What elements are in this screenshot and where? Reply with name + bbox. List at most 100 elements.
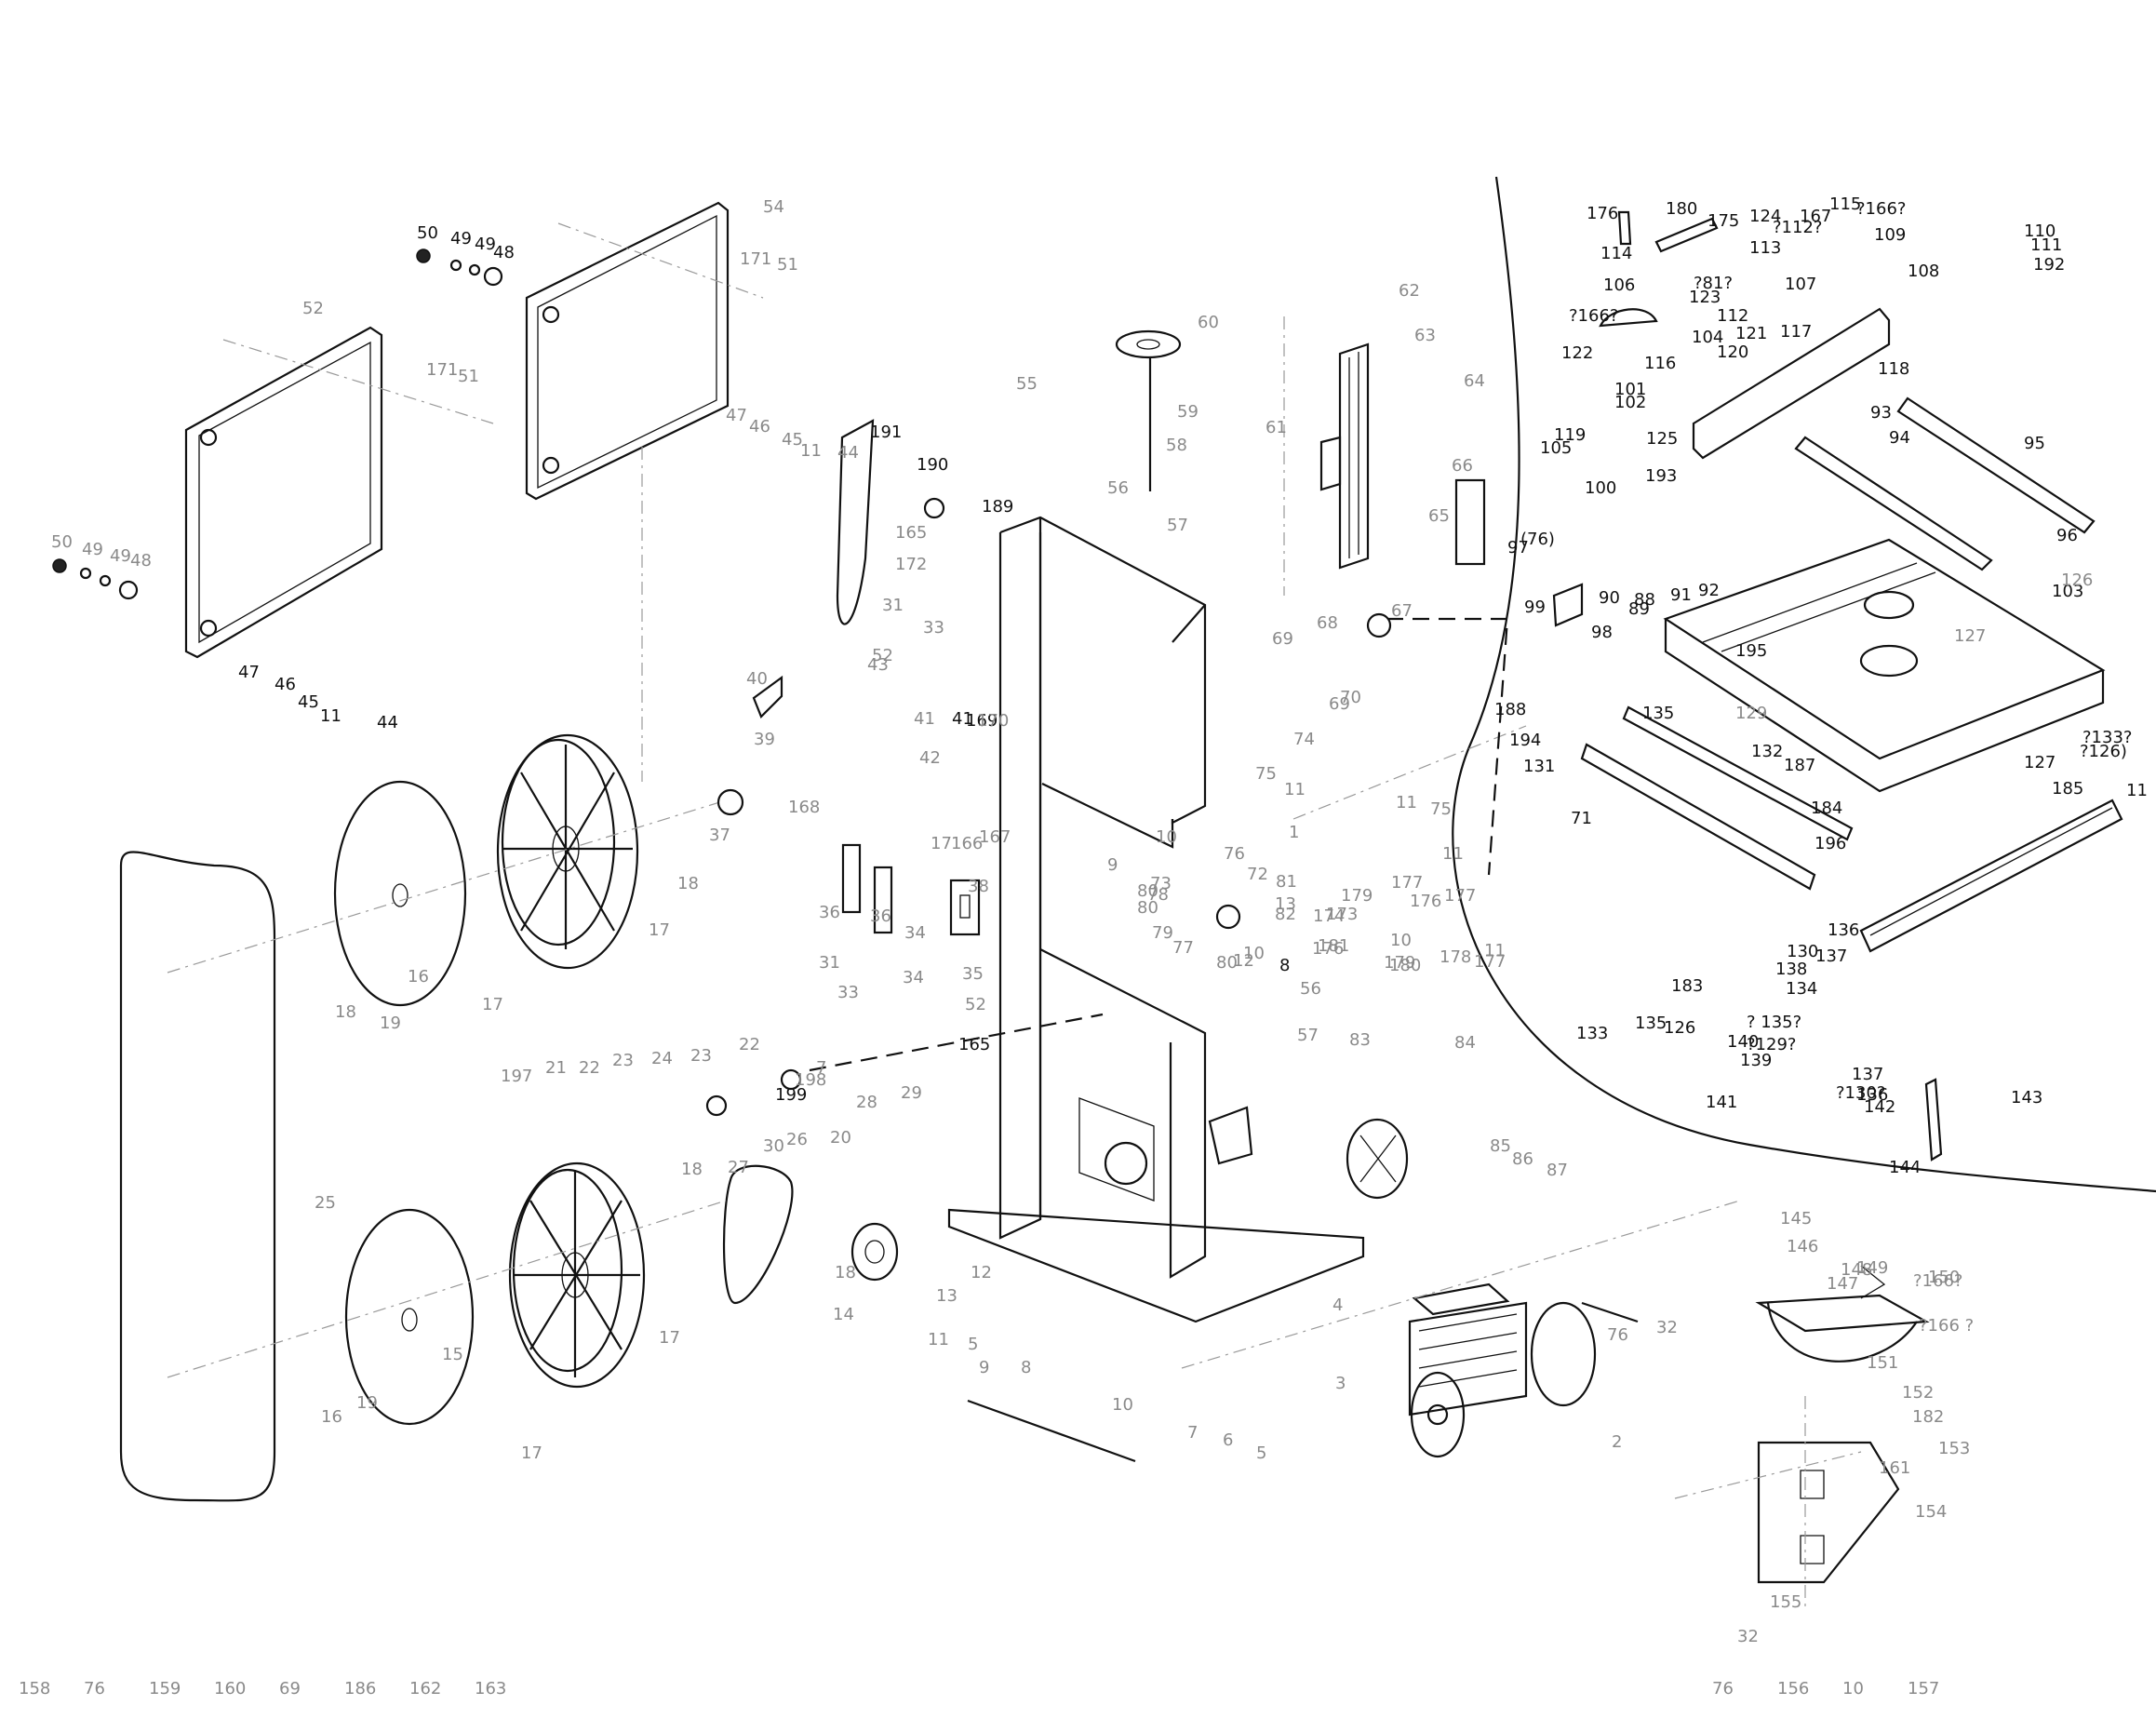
- callout-label: 49: [475, 235, 496, 254]
- callout-label: 172: [895, 555, 927, 574]
- callout-label: 79: [1152, 923, 1173, 943]
- callout-label: 50: [417, 223, 438, 243]
- callout-label: 162: [409, 1679, 441, 1698]
- callout-label: 19: [356, 1393, 378, 1413]
- callout-label: 1: [1289, 823, 1299, 842]
- table-extension: [1859, 799, 2123, 953]
- callout-label: 43: [867, 655, 889, 675]
- callout-label: 18: [335, 1002, 356, 1022]
- callout-label: 55: [1016, 374, 1038, 394]
- callout-label: 113: [1749, 238, 1781, 258]
- callout-label: 49: [450, 229, 472, 248]
- callout-label: 87: [1547, 1161, 1568, 1180]
- callout-label: ?130?: [1836, 1083, 1885, 1103]
- callout-label: 32: [1656, 1318, 1678, 1337]
- callout-label: 154: [1915, 1502, 1947, 1522]
- callout-label: 100: [1585, 478, 1616, 498]
- callout-label: 13: [936, 1286, 957, 1306]
- assembly-axes: [167, 222, 1862, 1610]
- callout-label: 23: [690, 1046, 712, 1066]
- callout-label: 37: [709, 826, 730, 845]
- callout-label: 18: [835, 1263, 856, 1282]
- callout-label: 97: [1507, 538, 1529, 557]
- callout-label: 34: [904, 923, 926, 943]
- callout-label: 18: [681, 1160, 703, 1179]
- callout-label: 188: [1494, 700, 1526, 719]
- callout-label: 5: [1256, 1443, 1266, 1463]
- callout-label: 51: [777, 255, 798, 275]
- callout-label: 173: [1326, 905, 1358, 924]
- callout-label: 190: [917, 455, 948, 475]
- callout-label: 131: [1523, 757, 1555, 776]
- callout-label: 112: [1717, 306, 1748, 326]
- callout-label: 180: [1666, 199, 1697, 219]
- callout-label: 179: [1384, 953, 1415, 973]
- trunnion-assembly: [1755, 1294, 1930, 1584]
- work-table: [1663, 538, 2106, 793]
- callout-label: 137: [1815, 947, 1847, 966]
- callout-label: 7: [1187, 1423, 1198, 1443]
- callout-label: 189: [982, 497, 1013, 517]
- rear-rail: [1794, 396, 2096, 571]
- callout-label: 138: [1775, 960, 1807, 979]
- callout-label: 48: [130, 551, 152, 571]
- callout-label: 152: [1902, 1383, 1934, 1403]
- callout-label: 115: [1829, 195, 1861, 214]
- callout-label: 66: [1452, 456, 1473, 476]
- callout-label: 67: [1391, 601, 1413, 621]
- callout-label: 2: [1612, 1432, 1622, 1452]
- callout-label: 17: [649, 920, 670, 940]
- callout-label: 74: [1293, 730, 1315, 749]
- callout-label: 9: [1107, 855, 1118, 875]
- callout-label: 180: [1389, 956, 1421, 975]
- callout-label: 11: [1396, 793, 1417, 812]
- callout-label: 60: [1198, 313, 1219, 332]
- callout-label: 44: [837, 443, 859, 463]
- callout-label: 149: [1856, 1258, 1888, 1278]
- group-divider-curve: [1452, 176, 2156, 1193]
- callout-label: 25: [315, 1193, 336, 1213]
- callout-label: 47: [238, 663, 260, 682]
- callout-label: 76: [1712, 1679, 1734, 1698]
- callout-label: 10: [1243, 944, 1265, 963]
- callout-label: 73: [1150, 874, 1172, 893]
- callout-label: 45: [298, 692, 319, 712]
- callout-label: 75: [1255, 764, 1277, 784]
- callout-label: 170: [977, 711, 1009, 731]
- callout-label: 10: [1390, 931, 1412, 950]
- callout-label: 155: [1770, 1592, 1801, 1612]
- callout-label: 106: [1603, 275, 1635, 295]
- callout-label: 32: [1737, 1627, 1759, 1646]
- callout-label: 126: [1664, 1018, 1695, 1038]
- callout-label: ?166?: [1856, 199, 1906, 219]
- callout-label: 90: [1599, 588, 1620, 608]
- callout-label: 24: [651, 1049, 673, 1068]
- callout-label: 68: [1317, 613, 1338, 633]
- callout-label: 153: [1938, 1439, 1970, 1458]
- callout-label: 30: [763, 1136, 784, 1156]
- callout-label: 63: [1414, 326, 1436, 345]
- callout-label: 46: [749, 417, 770, 436]
- callout-label: 143: [2011, 1088, 2042, 1108]
- callout-label: 195: [1735, 641, 1767, 661]
- callout-label: 10: [1112, 1395, 1133, 1415]
- callout-label: 105: [1540, 438, 1572, 458]
- callout-label: 52: [872, 646, 893, 665]
- callout-label: 11: [1284, 780, 1306, 799]
- callout-label: 11: [2126, 781, 2148, 800]
- callout-label: 160: [214, 1679, 246, 1698]
- callout-label: 194: [1509, 731, 1541, 750]
- callout-label: 150: [1928, 1268, 1960, 1287]
- drive-belt: [722, 1164, 794, 1305]
- callout-label: 41: [914, 709, 935, 729]
- callout-label: 171: [740, 249, 771, 269]
- callout-label: 129: [1735, 704, 1767, 723]
- callout-label: 127: [1954, 626, 1986, 646]
- callout-label: 76: [84, 1679, 105, 1698]
- callout-label: 31: [882, 596, 904, 615]
- hardware-glyphs: [52, 210, 1943, 1323]
- callout-label: 82: [1275, 905, 1296, 924]
- callout-label: 167: [979, 827, 1011, 847]
- callout-label: 62: [1399, 281, 1420, 301]
